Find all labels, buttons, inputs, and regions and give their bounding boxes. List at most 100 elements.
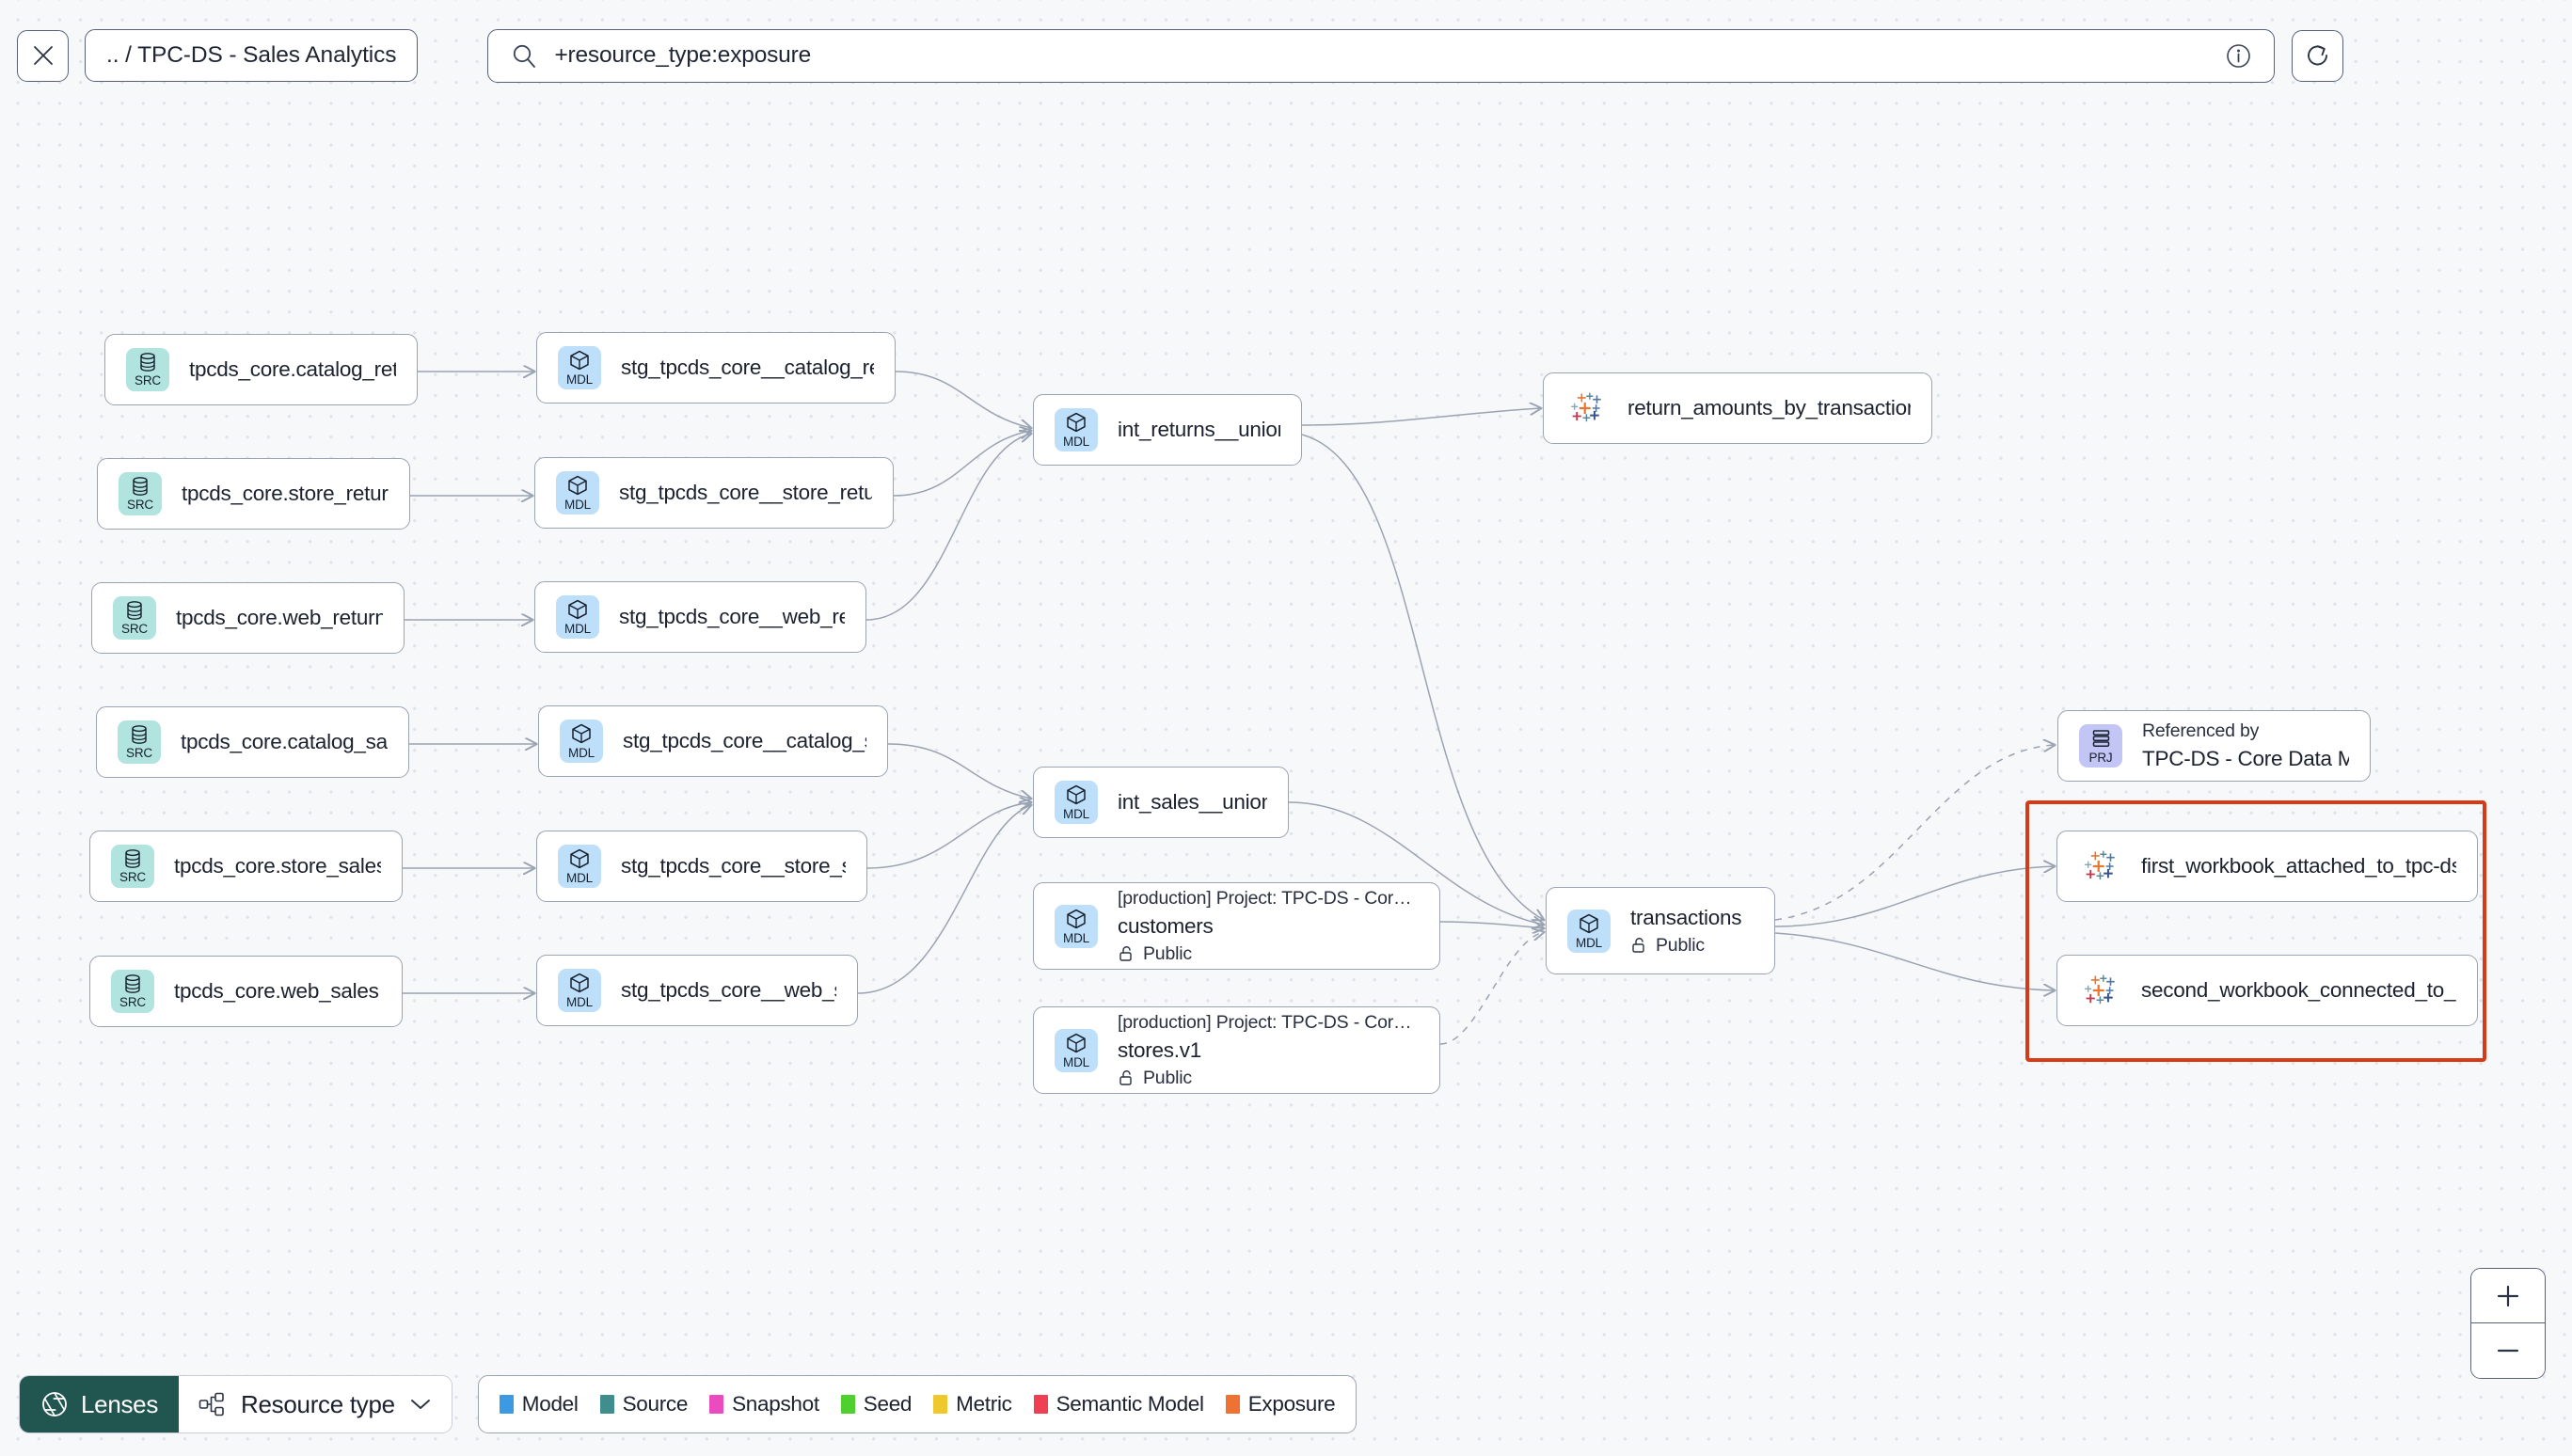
- cube-icon: [1067, 785, 1086, 805]
- node-badge-text: SRC: [126, 746, 152, 761]
- node-badge-text: MDL: [1063, 930, 1089, 945]
- unlock-icon: [1632, 937, 1644, 953]
- node-badge-glyph: [1578, 912, 1600, 935]
- breadcrumb[interactable]: .. / TPC-DS - Sales Analytics: [85, 29, 419, 82]
- node-label: int_sales__unioned: [1118, 790, 1267, 814]
- cube-icon: [1067, 413, 1086, 433]
- tableau-icon: [1571, 392, 1601, 422]
- node-subtitle: [production] Project: TPC-DS - Core Data…: [1118, 1011, 1419, 1033]
- database-icon: [133, 477, 148, 497]
- graph-node-first_workbook[interactable]: first_workbook_attached_to_tpc-ds_-_…: [2056, 831, 2478, 902]
- node-badge-text: MDL: [564, 622, 591, 637]
- close-button[interactable]: [17, 29, 69, 82]
- cube-icon: [1067, 1033, 1086, 1052]
- legend-item-exposure[interactable]: Exposure: [1225, 1392, 1336, 1416]
- resource-type-label: Resource type: [241, 1389, 395, 1418]
- node-label: tpcds_core.web_sales: [174, 979, 379, 1003]
- graph-node-stg_store_sales[interactable]: MDL stg_tpcds_core__store_sales: [536, 831, 867, 902]
- legend-item-snapshot[interactable]: Snapshot: [709, 1392, 819, 1416]
- node-badge-src: SRC: [111, 845, 154, 888]
- graph-node-second_workbook[interactable]: second_workbook_connected_to_live…: [2056, 955, 2478, 1026]
- search-bar[interactable]: [487, 28, 2276, 83]
- legend-item-model[interactable]: Model: [499, 1392, 579, 1416]
- refresh-button[interactable]: [2292, 29, 2344, 82]
- node-label: tpcds_core.web_returns: [176, 606, 383, 629]
- node-access-label: Public: [1143, 942, 1192, 964]
- search-info-button[interactable]: [2224, 41, 2253, 71]
- node-badge-src: SRC: [118, 720, 161, 764]
- graph-node-return_amounts[interactable]: return_amounts_by_transaction_type: [1543, 372, 1932, 444]
- refresh-icon: [2308, 45, 2327, 66]
- graph-node-int_sales_unioned[interactable]: MDL int_sales__unioned: [1033, 767, 1289, 838]
- node-badge-text: MDL: [566, 995, 593, 1010]
- zoom-in-button[interactable]: [2471, 1269, 2545, 1323]
- node-label: stg_tpcds_core__catalog_returns: [621, 356, 874, 379]
- graph-node-stores_v1[interactable]: MDL[production] Project: TPC-DS - Core D…: [1033, 1006, 1440, 1094]
- search-input[interactable]: [554, 42, 2209, 69]
- node-body: stg_tpcds_core__store_sales: [621, 854, 846, 878]
- node-badge-mdl: MDL: [558, 969, 601, 1012]
- legend-item-semantic-model[interactable]: Semantic Model: [1033, 1392, 1204, 1416]
- node-badge-glyph: [130, 476, 151, 497]
- node-badge-text: MDL: [568, 746, 595, 761]
- graph-node-stg_catalog_sales[interactable]: MDL stg_tpcds_core__catalog_sales: [538, 705, 888, 777]
- node-badge-mdl: MDL: [1055, 904, 1098, 948]
- zoom-out-button[interactable]: [2471, 1323, 2545, 1378]
- node-badge-glyph: [1065, 1032, 1088, 1054]
- node-subtitle: Referenced by: [2142, 720, 2260, 741]
- node-badge-glyph: [122, 848, 143, 869]
- node-badge-mdl: MDL: [556, 595, 599, 639]
- node-body: int_sales__unioned: [1118, 790, 1267, 815]
- legend-item-seed[interactable]: Seed: [840, 1392, 913, 1416]
- node-badge-text: MDL: [1063, 807, 1089, 822]
- node-label: transactions: [1630, 905, 1742, 929]
- node-badge-prj: PRJ: [2079, 724, 2122, 768]
- legend-label: Seed: [863, 1392, 913, 1416]
- graph-node-stg_catalog_returns[interactable]: MDL stg_tpcds_core__catalog_returns: [536, 332, 896, 404]
- node-badge-glyph: [1065, 908, 1088, 930]
- node-badge-text: SRC: [119, 870, 146, 885]
- lenses-label: Lenses: [81, 1389, 159, 1418]
- legend-swatch: [1033, 1395, 1048, 1414]
- cube-icon: [568, 600, 587, 620]
- legend-item-metric[interactable]: Metric: [933, 1392, 1012, 1416]
- lenses-button[interactable]: Lenses: [20, 1376, 180, 1432]
- legend-label: Model: [521, 1392, 579, 1416]
- resource-type-dropdown[interactable]: Resource type: [179, 1376, 452, 1432]
- node-badge-exposure: [1564, 387, 1608, 430]
- tableau-icon: [2085, 974, 2115, 1005]
- node-badge-text: MDL: [566, 372, 593, 388]
- node-badge-glyph: [566, 598, 589, 621]
- node-badge-src: SRC: [111, 970, 154, 1013]
- graph-node-src_store_returns[interactable]: SRC tpcds_core.store_returns: [97, 458, 410, 530]
- node-subtitle: [production] Project: TPC-DS - Core Data…: [1118, 887, 1419, 909]
- graph-node-src_web_sales[interactable]: SRC tpcds_core.web_sales: [89, 956, 403, 1027]
- unlock-icon: [1119, 945, 1132, 961]
- hierarchy-icon: [198, 1392, 224, 1416]
- legend-item-source[interactable]: Source: [599, 1392, 688, 1416]
- node-body: stg_tpcds_core__store_returns: [619, 481, 872, 505]
- search-icon: [514, 44, 536, 68]
- node-badge-text: MDL: [566, 871, 593, 886]
- legend-label: Exposure: [1247, 1392, 1336, 1416]
- graph-node-customers[interactable]: MDL [production] Project: TPC-DS - Core D…: [1033, 882, 1440, 970]
- node-badge-src: SRC: [119, 472, 162, 515]
- node-label: tpcds_core.store_returns: [182, 482, 389, 505]
- node-body: stg_tpcds_core__catalog_sales: [623, 729, 866, 753]
- node-access-label: Public: [1656, 934, 1705, 956]
- lens-control-group: Lenses Resource type: [19, 1375, 452, 1433]
- node-badge-glyph: [570, 722, 593, 745]
- graph-node-stg_web_returns[interactable]: MDL stg_tpcds_core__web_returns: [534, 581, 866, 653]
- node-body: stg_tpcds_core__web_returns: [619, 605, 845, 629]
